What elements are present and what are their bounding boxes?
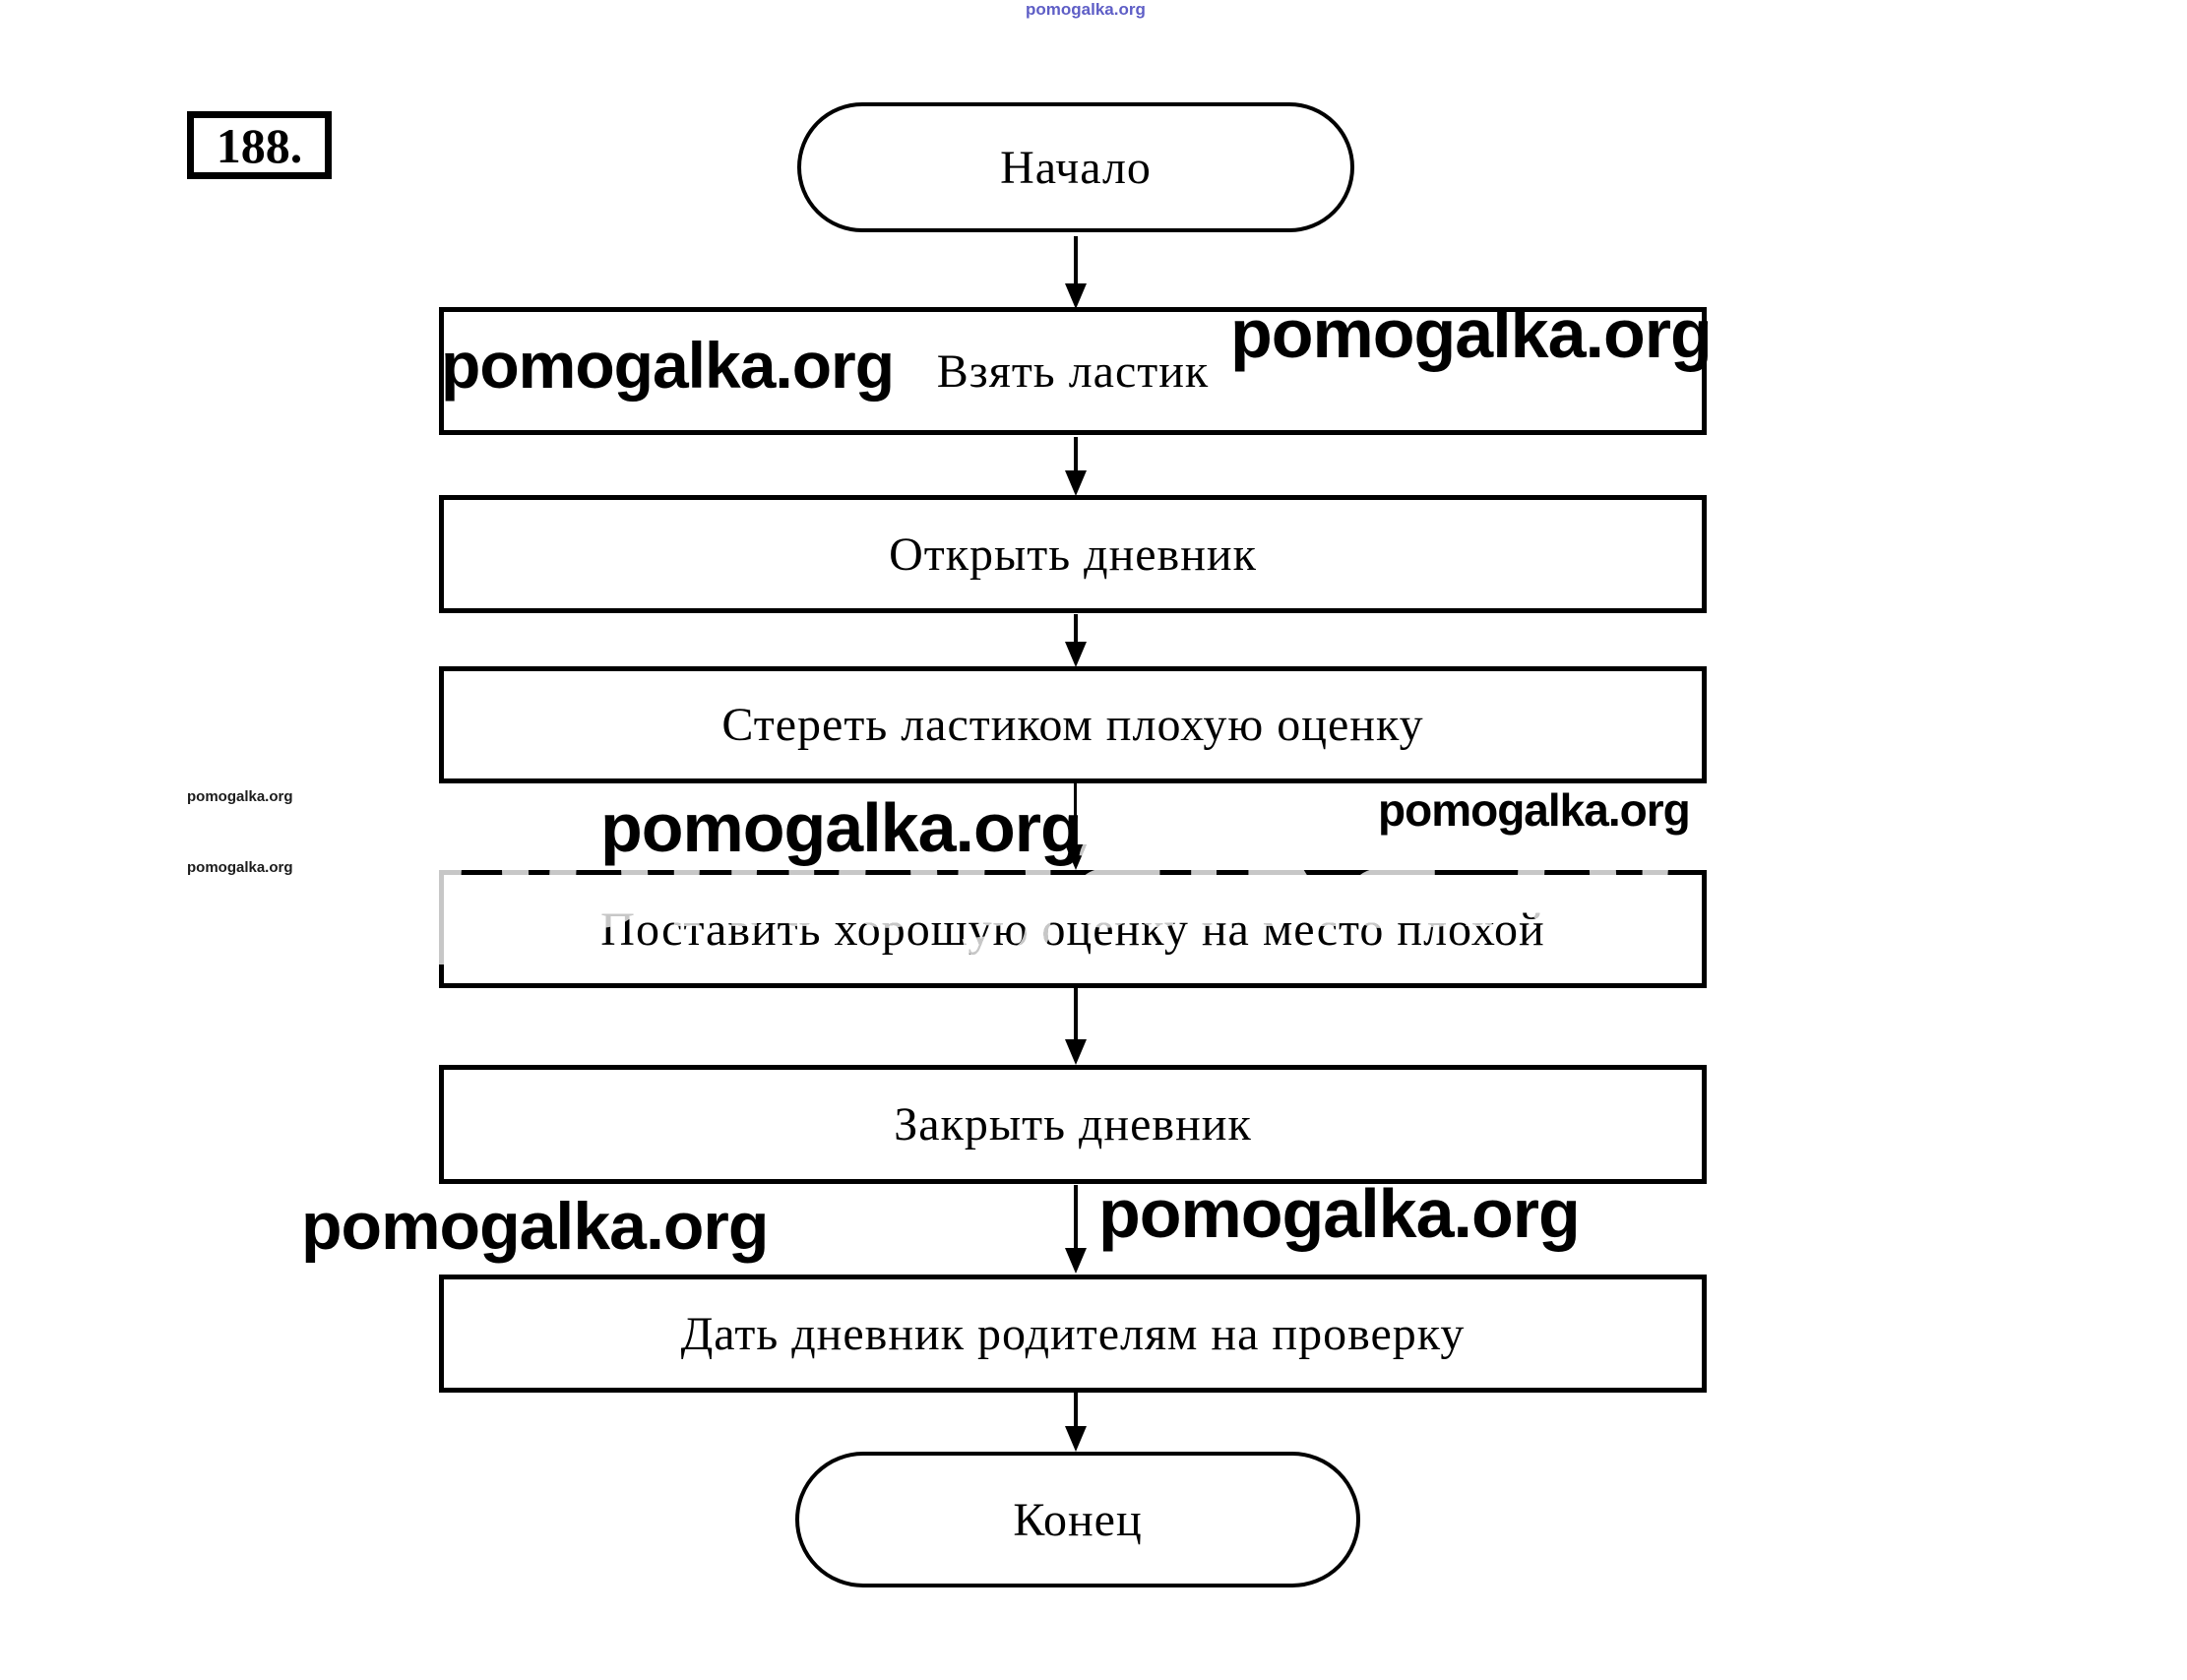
problem-number-label: 188. [216,117,303,173]
arrow-down-6-head [1065,1248,1087,1274]
flow-node-give-diary-parents-label: Дать дневник родителям на проверку [680,1307,1466,1360]
flow-node-take-eraser-label: Взять ластик [936,344,1210,398]
flow-node-end: Конец [795,1452,1360,1587]
flow-node-open-diary-label: Открыть дневник [889,528,1257,581]
watermark-middle-left: pomogalka.org [600,789,1083,866]
arrow-down-4-line [1074,783,1077,846]
watermark-box1-right: pomogalka.org [1230,295,1713,372]
arrow-down-3-head [1065,642,1087,667]
flow-node-give-diary-parents: Дать дневник родителям на проверку [439,1275,1707,1393]
arrow-down-6-line [1074,1185,1078,1250]
watermark-margin-small-1: pomogalka.org [187,788,293,805]
flow-node-start-label: Начало [1000,141,1152,194]
flow-node-open-diary: Открыть дневник [439,495,1707,613]
arrow-down-2-line [1074,437,1078,472]
arrow-down-2-head [1065,470,1087,496]
arrow-down-1-head [1065,283,1087,309]
watermark-margin-small-2: pomogalka.org [187,859,293,876]
flow-node-erase-grade: Стереть ластиком плохую оценку [439,666,1707,783]
flow-node-take-eraser: Взять ластик [439,307,1707,435]
watermark-bottom-left: pomogalka.org [301,1189,769,1264]
arrow-down-7-head [1065,1426,1087,1452]
problem-number-box: 188. [187,111,332,179]
arrow-down-3-line [1074,614,1078,644]
flow-node-end-label: Конец [1013,1493,1143,1546]
watermark-box1-left: pomogalka.org [441,329,895,402]
arrow-down-1-line [1074,236,1078,285]
flow-node-close-diary: Закрыть дневник [439,1065,1707,1184]
watermark-middle-right: pomogalka.org [1378,784,1691,836]
flow-node-start: Начало [797,102,1354,232]
watermark-giant-grey: pomogalka.org [423,759,1827,965]
flow-node-put-good-grade: Поставить хорошую оценку на место плохой [439,870,1707,988]
flow-node-put-good-grade-label: Поставить хорошую оценку на место плохой [600,902,1545,956]
watermark-top-blue: pomogalka.org [1026,0,1146,19]
flow-node-close-diary-label: Закрыть дневник [894,1098,1252,1151]
arrow-down-4-head [1065,844,1087,870]
arrow-down-5-line [1074,988,1078,1041]
arrow-down-7-line [1074,1393,1078,1428]
watermark-bottom-right: pomogalka.org [1098,1175,1581,1252]
flow-node-erase-grade-label: Стереть ластиком плохую оценку [721,699,1424,751]
arrow-down-5-head [1065,1039,1087,1065]
